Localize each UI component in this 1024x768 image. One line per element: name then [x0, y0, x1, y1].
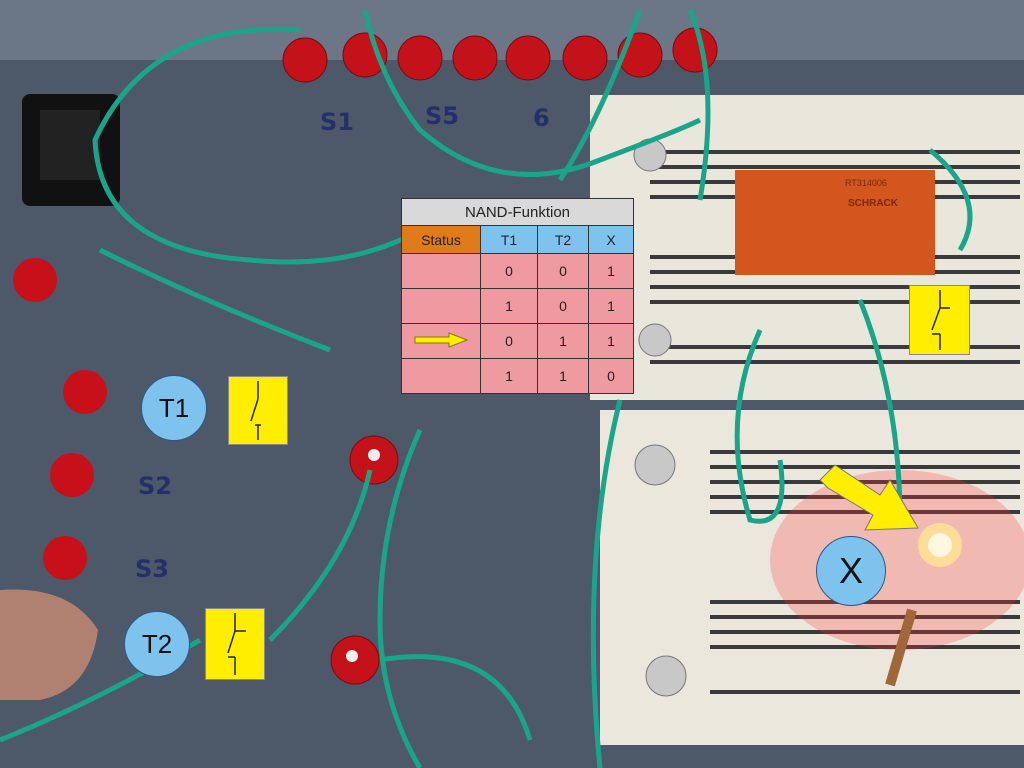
label-t1: T1 [141, 375, 207, 441]
cell-x: 1 [588, 323, 634, 359]
header-t2: T2 [537, 225, 589, 254]
cell-t2: 0 [537, 288, 589, 324]
header-t1: T1 [480, 225, 538, 254]
cell-x: 1 [588, 288, 634, 324]
relay-model-text: RT314006 [845, 178, 887, 188]
header-status: Status [401, 225, 481, 254]
photo-label-6: 6 [533, 104, 550, 132]
photo-label-s1: S1 [320, 108, 354, 136]
led-pointer-arrow [819, 464, 919, 531]
status-cell [401, 358, 481, 394]
cell-x: 0 [588, 358, 634, 394]
status-cell [401, 253, 481, 289]
cell-t1: 1 [480, 288, 538, 324]
cell-t1: 0 [480, 253, 538, 289]
status-cell [401, 288, 481, 324]
label-t2: T2 [124, 611, 190, 677]
photo-label-s2: S2 [138, 472, 172, 500]
photo-label-s3: S3 [135, 555, 169, 583]
header-x: X [588, 225, 634, 254]
cell-t2: 1 [537, 358, 589, 394]
photo-label-s5: S5 [425, 102, 459, 130]
status-cell [401, 323, 481, 359]
normally-open-switch-icon [228, 376, 288, 445]
cell-t1: 0 [480, 323, 538, 359]
relay [735, 170, 935, 275]
label-x: X [816, 536, 886, 606]
relay-brand-text: SCHRACK [848, 198, 898, 209]
cell-t2: 0 [537, 253, 589, 289]
cell-t2: 1 [537, 323, 589, 359]
status-arrow-icon [414, 331, 469, 348]
relay-contact-icon [909, 285, 970, 355]
cell-x: 1 [588, 253, 634, 289]
normally-closed-switch-icon [205, 608, 265, 680]
cell-t1: 1 [480, 358, 538, 394]
table-title: NAND-Funktion [401, 198, 634, 226]
